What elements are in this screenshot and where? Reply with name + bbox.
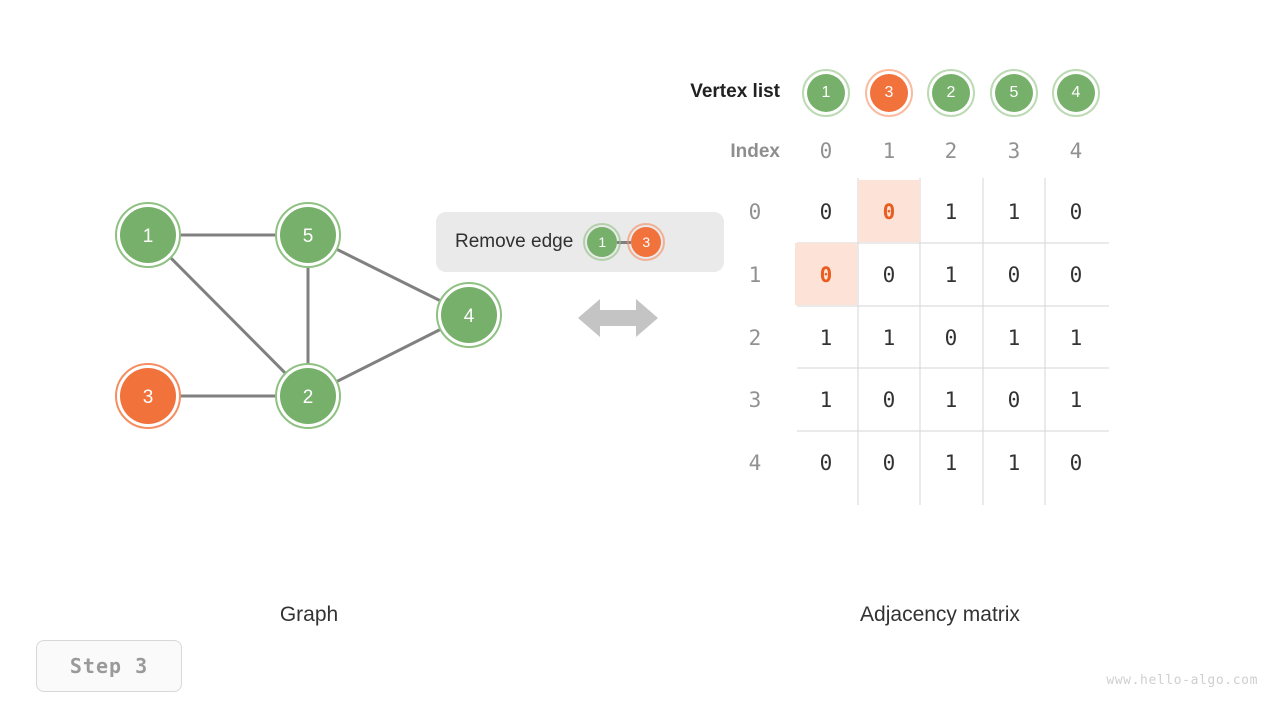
matrix-row-label-2: 2 [748, 326, 762, 350]
matrix-cell-2-0[interactable]: 1 [819, 326, 833, 350]
matrix-row-label-0: 0 [748, 200, 762, 224]
graph-node-2[interactable] [280, 368, 336, 424]
remove-edge-node-b: 3 [627, 223, 666, 261]
matrix-cell-1-0[interactable]: 0 [819, 263, 833, 287]
remove-edge-node-pair: 1 3 [583, 223, 666, 261]
matrix-cell-0-0[interactable]: 0 [819, 200, 833, 224]
matrix-cell-highlight [858, 180, 920, 242]
graph-panel: 1 5 4 3 2 [0, 0, 620, 560]
matrix-cell-4-1[interactable]: 0 [882, 451, 896, 475]
vertex-list-node-label: 1 [821, 84, 831, 101]
vertex-list-node-4[interactable]: 4 [1052, 69, 1100, 117]
matrix-cell-0-4[interactable]: 0 [1069, 200, 1083, 224]
matrix-cell-1-1[interactable]: 0 [882, 263, 896, 287]
vertex-list-node-label: 4 [1071, 84, 1081, 101]
matrix-cell-highlight [795, 243, 857, 305]
graph-node-label: 4 [464, 306, 475, 327]
matrix-cell-2-3[interactable]: 1 [1007, 326, 1021, 350]
step-badge: Step 3 [36, 640, 182, 692]
matrix-cell-0-2[interactable]: 1 [944, 200, 958, 224]
matrix-cell-2-4[interactable]: 1 [1069, 326, 1083, 350]
graph-node-4[interactable] [441, 287, 497, 343]
vertex-list-label: Vertex list [690, 81, 780, 102]
matrix-cell-3-4[interactable]: 1 [1069, 388, 1083, 412]
index-cell-1: 1 [882, 139, 896, 163]
graph-node-3[interactable] [120, 368, 176, 424]
matrix-cell-1-2[interactable]: 1 [944, 263, 958, 287]
matrix-cell-4-0[interactable]: 0 [819, 451, 833, 475]
graph-node-1[interactable] [120, 207, 176, 263]
index-cell-3: 3 [1007, 139, 1021, 163]
graph-caption: Graph [279, 603, 339, 626]
remove-edge-node-a: 1 [583, 223, 622, 261]
matrix-cell-0-1[interactable]: 0 [882, 200, 896, 224]
index-row-label: Index [730, 141, 780, 162]
graph-edge [146, 233, 310, 398]
vertex-list-node-1[interactable]: 1 [802, 69, 850, 117]
matrix-cell-3-1[interactable]: 0 [882, 388, 896, 412]
watermark: www.hello-algo.com [1106, 673, 1258, 688]
graph-node-label: 5 [303, 226, 314, 247]
remove-edge-label: Remove edge [455, 231, 574, 252]
matrix-cell-1-4[interactable]: 0 [1069, 263, 1083, 287]
matrix-cell-4-4[interactable]: 0 [1069, 451, 1083, 475]
matrix-cell-3-3[interactable]: 0 [1007, 388, 1021, 412]
double-headed-arrow-icon [578, 299, 658, 337]
matrix-cell-3-0[interactable]: 1 [819, 388, 833, 412]
matrix-cell-3-2[interactable]: 1 [944, 388, 958, 412]
vertex-list-node-label: 3 [884, 84, 894, 101]
matrix-row-label-3: 3 [748, 388, 762, 412]
vertex-list-node-label: 2 [946, 84, 956, 101]
vertex-list-node-2[interactable]: 2 [927, 69, 975, 117]
vertex-list-node-label: 5 [1009, 84, 1019, 101]
remove-edge-callout: Remove edge 1 3 [436, 212, 724, 272]
vertex-list-node-5[interactable]: 5 [990, 69, 1038, 117]
matrix-caption: Adjacency matrix [860, 603, 1020, 626]
matrix-cell-4-2[interactable]: 1 [944, 451, 958, 475]
graph-node-5[interactable] [280, 207, 336, 263]
graph-node-label: 3 [143, 387, 154, 408]
matrix-row-label-4: 4 [748, 451, 762, 475]
graph-canvas: 1 5 4 3 2 [115, 202, 502, 429]
remove-edge-connector [617, 240, 632, 244]
matrix-cell-2-2[interactable]: 0 [944, 326, 958, 350]
index-cell-4: 4 [1069, 139, 1083, 163]
graph-node-label: 2 [303, 387, 314, 408]
graph-node-label: 1 [143, 226, 154, 247]
matrix-cell-1-3[interactable]: 0 [1007, 263, 1021, 287]
index-cell-0: 0 [819, 139, 833, 163]
matrix-cell-4-3[interactable]: 1 [1007, 451, 1021, 475]
vertex-list-node-3[interactable]: 3 [865, 69, 913, 117]
matrix-cell-0-3[interactable]: 1 [1007, 200, 1021, 224]
matrix-cell-2-1[interactable]: 1 [882, 326, 896, 350]
adjacency-matrix-panel: Vertex list Index 1 3 2 5 4 0 1 2 3 4 0 1 2 3 4 0 0 1 1… [640, 0, 1280, 560]
matrix-row-label-1: 1 [748, 263, 762, 287]
index-cell-2: 2 [944, 139, 958, 163]
